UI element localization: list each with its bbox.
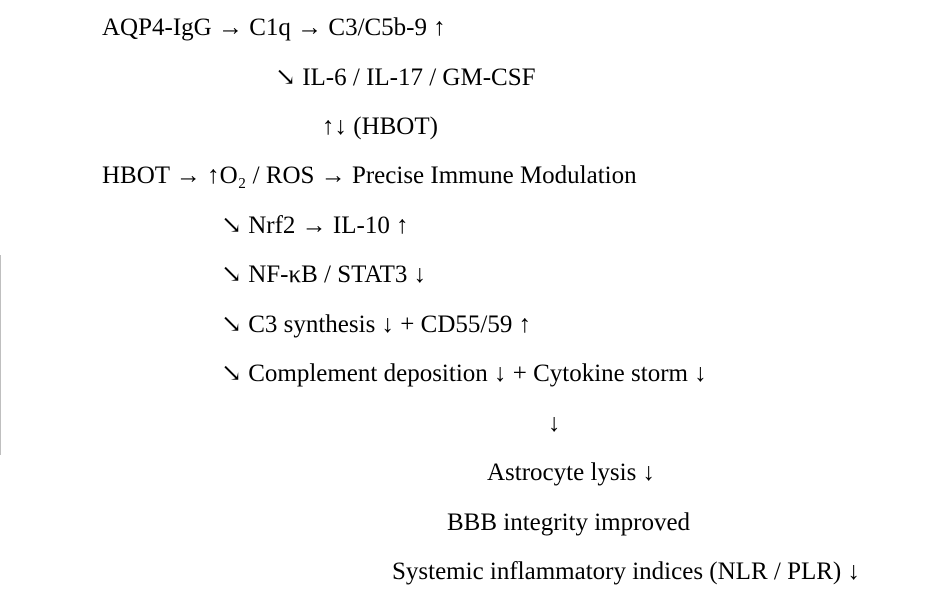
line-complement-cytokine-storm: ↘ Complement deposition ↓ + Cytokine sto… — [221, 360, 707, 387]
line-hbot-immune-modulation: HBOT → ↑O₂ / ROS → Precise Immune Modula… — [102, 162, 637, 189]
line-nrf2-il10: ↘ Nrf2 → IL-10 ↑ — [221, 212, 409, 239]
line-nfkb-stat3: ↘ NF-κB / STAT3 ↓ — [221, 261, 427, 288]
line-bbb-integrity: BBB integrity improved — [447, 509, 691, 536]
line-hbot-bidirectional: ↑↓ (HBOT) — [322, 113, 438, 140]
line-c3-synthesis: ↘ C3 synthesis ↓ + CD55/59 ↑ — [221, 311, 532, 338]
line-cytokines: ↘ IL-6 / IL-17 / GM-CSF — [275, 64, 536, 91]
down-arrow: ↓ — [548, 410, 561, 437]
line-astrocyte-lysis: Astrocyte lysis ↓ — [487, 459, 656, 486]
line-systemic-indices: Systemic inflammatory indices (NLR / PLR… — [392, 558, 860, 585]
line-aqp4-complement-cascade: AQP4-IgG → C1q → C3/C5b-9 ↑ — [102, 14, 446, 41]
left-edge-divider — [0, 255, 1, 455]
